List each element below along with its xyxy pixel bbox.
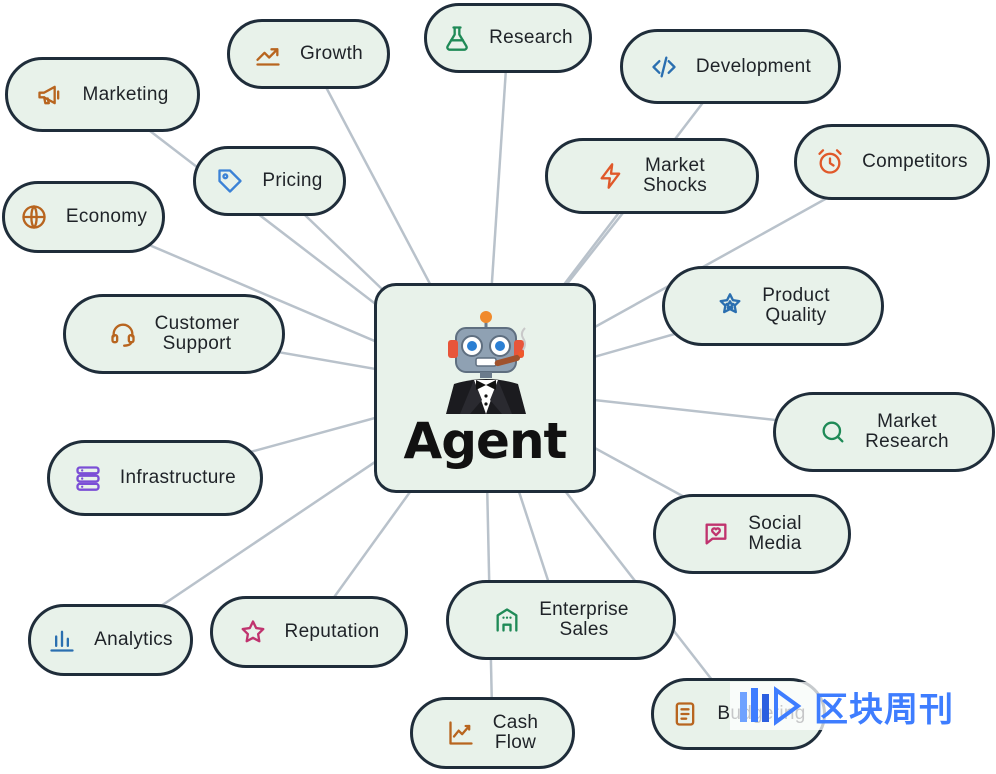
node-label: Market Research bbox=[865, 411, 949, 452]
node-label: Competitors bbox=[862, 151, 968, 172]
headset-icon bbox=[109, 320, 137, 348]
agent-title: Agent bbox=[403, 412, 568, 470]
node-label: Marketing bbox=[82, 83, 169, 105]
node-label: Reputation bbox=[284, 621, 380, 642]
star-badge-icon bbox=[716, 292, 744, 320]
node-market-shocks: Market Shocks bbox=[545, 138, 759, 214]
node-label: Market Shocks bbox=[642, 155, 708, 196]
watermark-text: 区块周刊 bbox=[814, 689, 954, 730]
node-marketing: Marketing bbox=[5, 57, 200, 132]
blockchain-logo-icon bbox=[740, 686, 802, 726]
node-competitors: Competitors bbox=[794, 124, 990, 200]
node-cash-flow: Cash Flow bbox=[410, 697, 575, 769]
building-icon bbox=[493, 606, 521, 634]
chat-heart-icon bbox=[702, 520, 730, 548]
megaphone-icon bbox=[36, 81, 64, 109]
node-label: Development bbox=[695, 55, 812, 77]
search-icon bbox=[819, 418, 847, 446]
node-label: Cash Flow bbox=[492, 712, 539, 753]
tag-icon bbox=[216, 167, 244, 195]
node-label: Customer Support bbox=[154, 313, 240, 354]
node-research: Research bbox=[424, 3, 592, 73]
line-chart-icon bbox=[447, 719, 475, 747]
watermark: 区块周刊 bbox=[730, 682, 960, 730]
alarm-clock-icon bbox=[816, 148, 844, 176]
node-reputation: Reputation bbox=[210, 596, 408, 668]
node-label: Economy bbox=[65, 206, 148, 227]
node-label: Research bbox=[489, 27, 573, 48]
node-enterprise-sales: Enterprise Sales bbox=[446, 580, 676, 660]
node-label: Growth bbox=[299, 43, 364, 64]
node-label: Infrastructure bbox=[119, 467, 237, 488]
server-icon bbox=[74, 464, 102, 492]
node-label: Pricing bbox=[262, 170, 323, 191]
node-label: Enterprise Sales bbox=[539, 599, 629, 640]
bar-chart-icon bbox=[48, 626, 76, 654]
node-label: Product Quality bbox=[762, 285, 830, 326]
node-label: Analytics bbox=[94, 629, 173, 650]
lightning-icon bbox=[597, 162, 625, 190]
node-social-media: Social Media bbox=[653, 494, 851, 574]
node-analytics: Analytics bbox=[28, 604, 193, 676]
star-icon bbox=[239, 618, 267, 646]
node-development: Development bbox=[620, 29, 841, 104]
document-icon bbox=[671, 700, 699, 728]
node-growth: Growth bbox=[227, 19, 390, 89]
robot-in-tuxedo-icon bbox=[446, 311, 526, 414]
node-infrastructure: Infrastructure bbox=[47, 440, 263, 516]
node-pricing: Pricing bbox=[193, 146, 346, 216]
node-product-quality: Product Quality bbox=[662, 266, 884, 346]
node-label: Social Media bbox=[748, 513, 802, 554]
code-icon bbox=[650, 53, 678, 81]
globe-icon bbox=[20, 203, 48, 231]
node-market-research: Market Research bbox=[773, 392, 995, 472]
trending-up-icon bbox=[254, 40, 282, 68]
node-economy: Economy bbox=[2, 181, 165, 253]
node-customer-support: Customer Support bbox=[63, 294, 285, 374]
flask-icon bbox=[443, 24, 471, 52]
